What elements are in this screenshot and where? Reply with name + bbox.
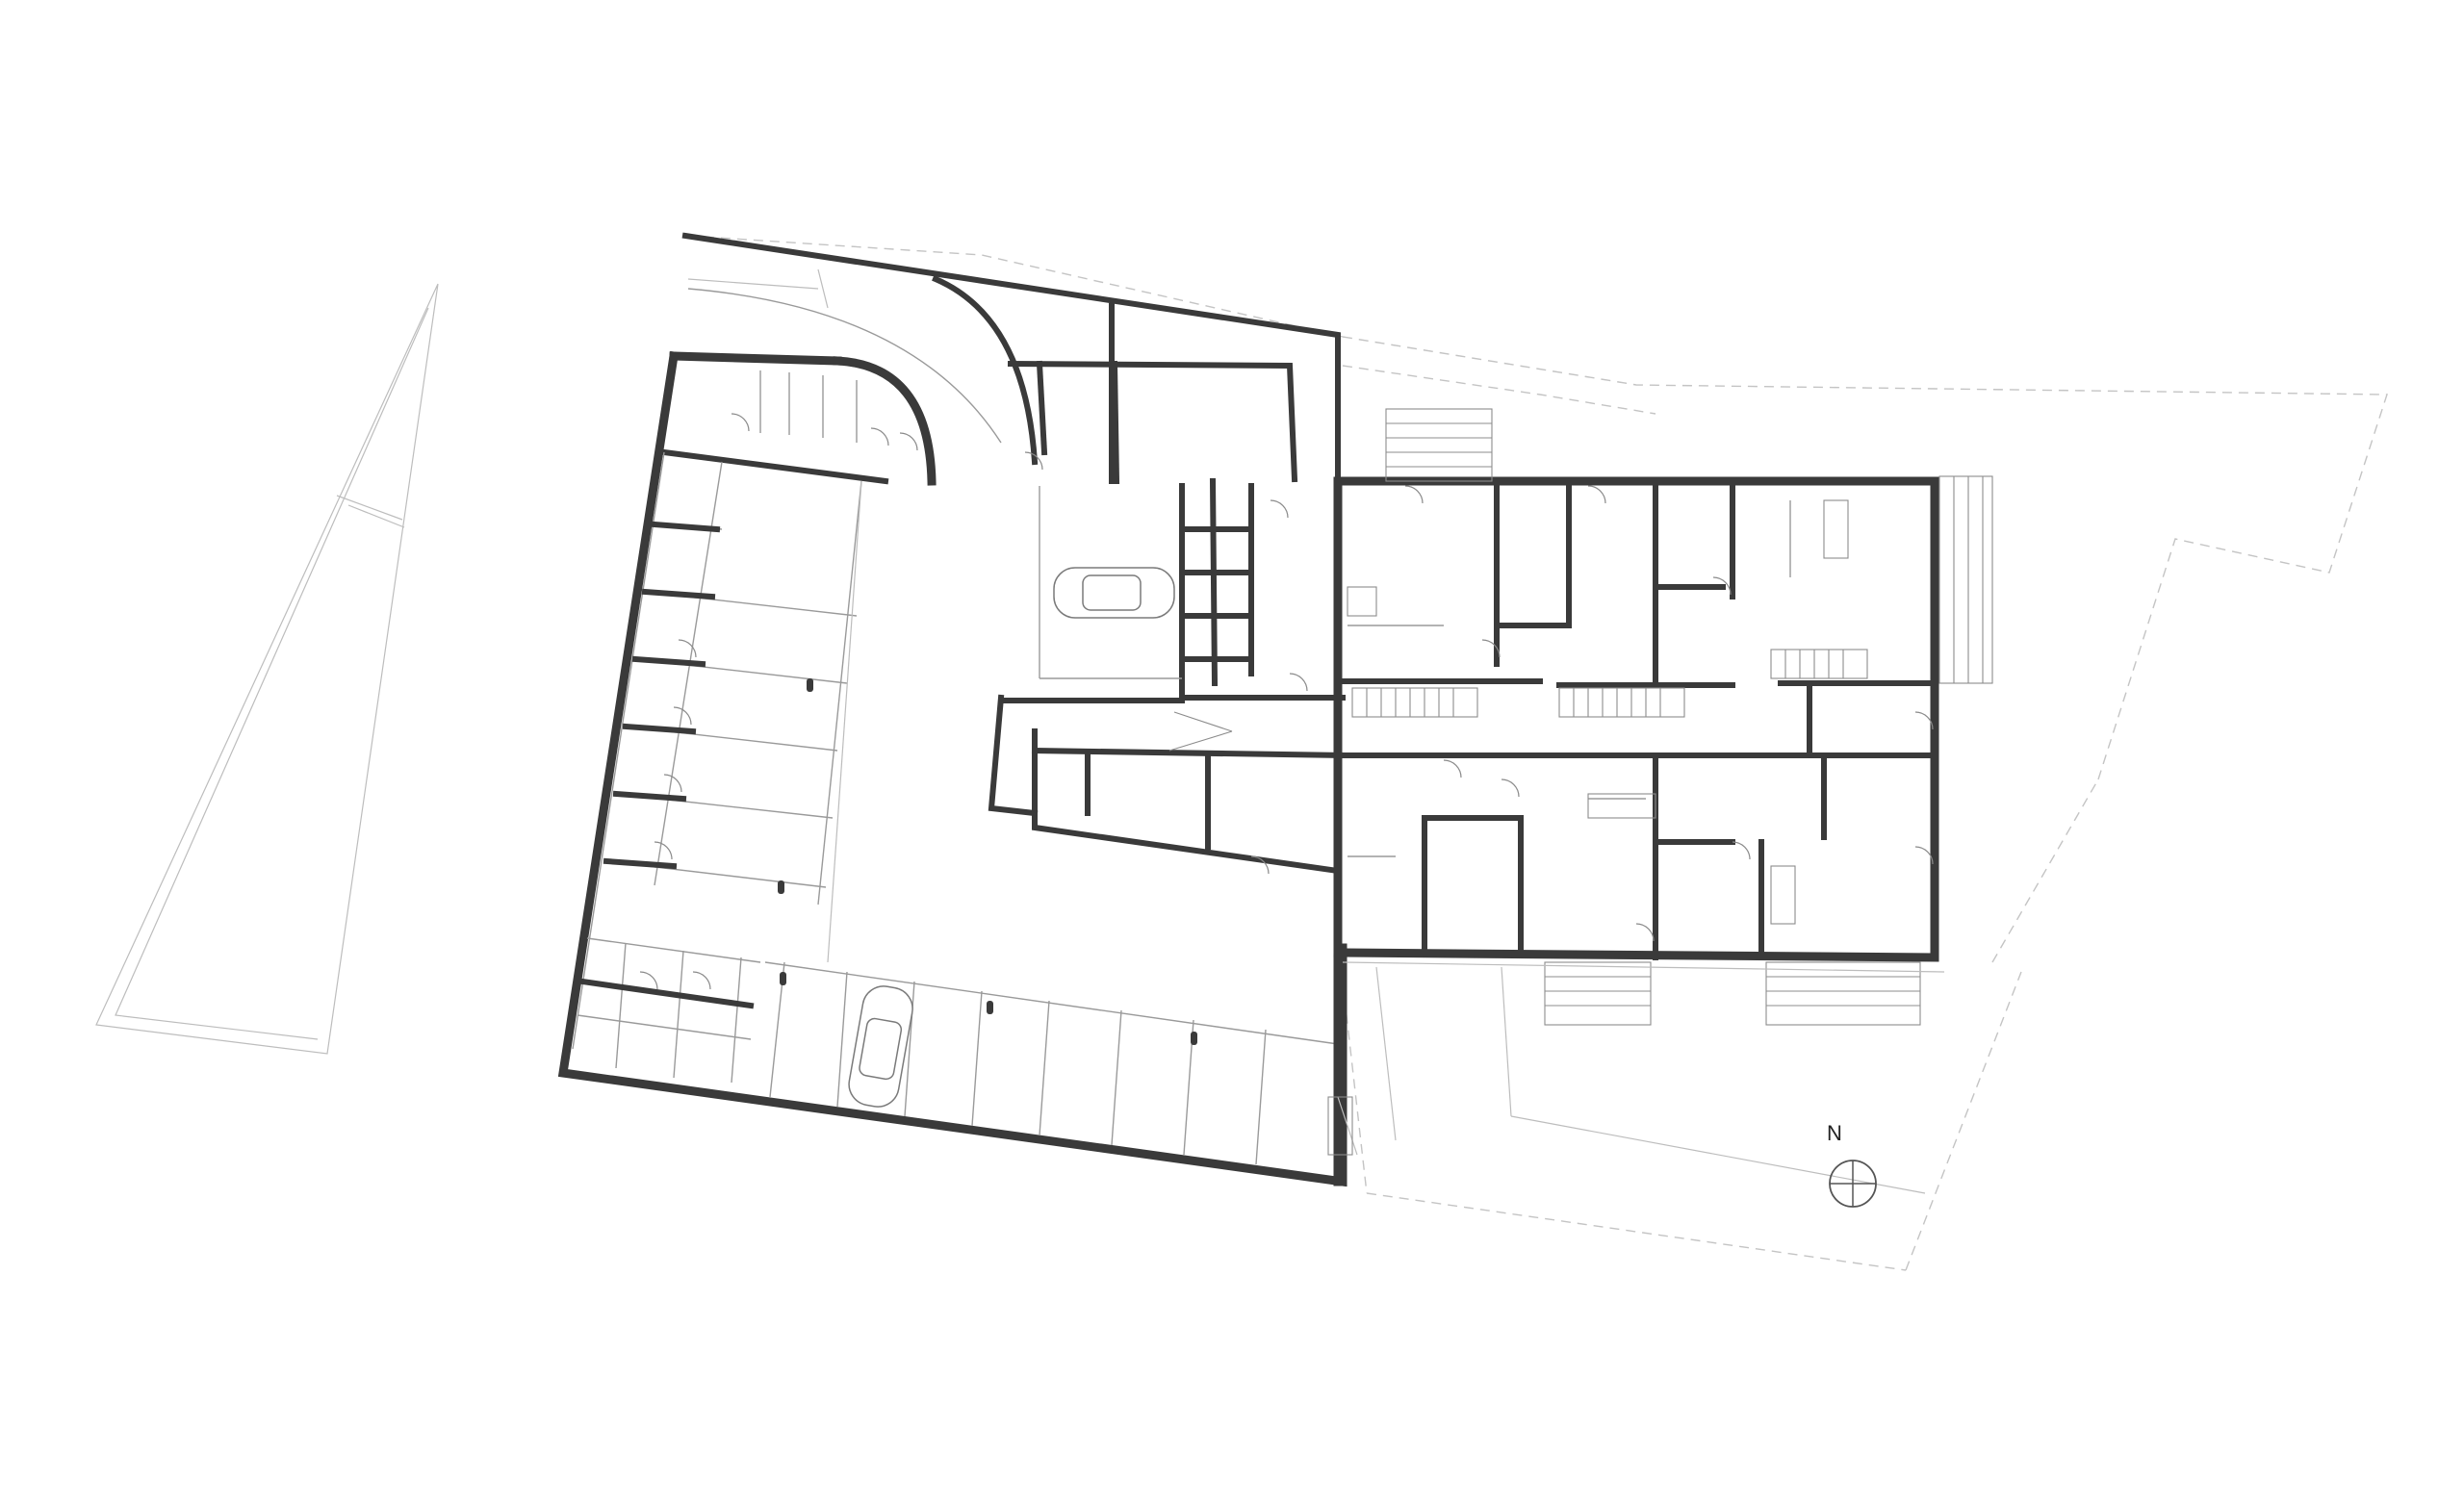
- stair-right: [1770, 649, 1868, 679]
- apartment-block: [1333, 408, 1993, 1186]
- north-arrow-icon: [1829, 1160, 1877, 1208]
- garage: [557, 350, 1348, 1187]
- entrance-area: [1327, 961, 1945, 1194]
- stair-center: [1558, 687, 1685, 718]
- terrace-stair-bottom-2: [1765, 961, 1921, 1026]
- terrace-stair-top: [1385, 408, 1493, 482]
- site-boundary: [687, 235, 2388, 1271]
- site-wedge-left: [95, 283, 439, 1055]
- car-top: [1053, 567, 1175, 619]
- ramp-area: [660, 232, 1341, 486]
- north-label: N: [1827, 1121, 1842, 1145]
- service-core: [988, 477, 1347, 875]
- car-bottom: [848, 985, 913, 1108]
- terrace-stair-bottom-1: [1544, 961, 1652, 1026]
- stair-left: [1351, 687, 1478, 718]
- terrace-stair-right: [1938, 475, 1993, 684]
- door-swings: [639, 413, 1934, 990]
- north-arrow: N: [1827, 1121, 1877, 1208]
